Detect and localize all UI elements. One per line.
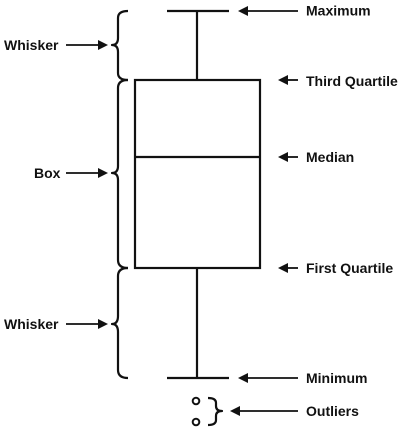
median-arrow — [278, 152, 298, 162]
box-bracket — [110, 78, 129, 270]
third-quartile-arrow — [278, 75, 298, 85]
interquartile-box — [133, 78, 262, 270]
maximum-arrow — [238, 6, 298, 16]
box-arrow — [66, 168, 108, 178]
outlier-point — [191, 396, 201, 406]
whisker-bottom-bracket — [110, 266, 129, 380]
whisker-bottom-label: Whisker — [4, 316, 59, 332]
outlier-point — [191, 417, 201, 427]
box-label: Box — [34, 165, 61, 181]
whisker-top-bracket — [110, 9, 129, 82]
outliers-bracket — [207, 396, 224, 427]
whisker-bottom-arrow — [66, 319, 108, 329]
box-plot — [133, 9, 262, 427]
outliers-label: Outliers — [306, 403, 359, 419]
minimum-label: Minimum — [306, 370, 367, 386]
minimum-arrow — [238, 373, 298, 383]
median-label: Median — [306, 149, 354, 165]
first-quartile-label: First Quartile — [306, 260, 393, 276]
outliers-arrow — [230, 406, 298, 416]
maximum-label: Maximum — [306, 3, 371, 19]
whisker-top-label: Whisker — [4, 37, 59, 53]
first-quartile-arrow — [278, 263, 298, 273]
whisker-top-arrow — [66, 40, 108, 50]
third-quartile-label: Third Quartile — [306, 73, 398, 89]
